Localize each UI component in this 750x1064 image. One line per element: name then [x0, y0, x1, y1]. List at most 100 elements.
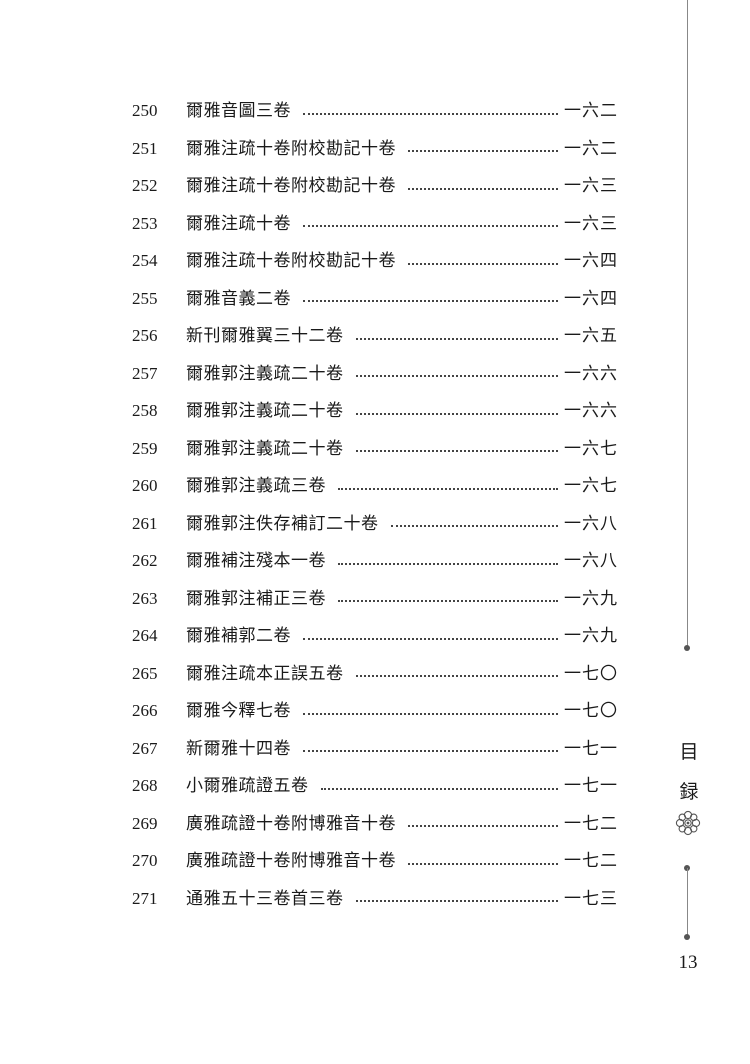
- entry-page: 一七三: [564, 888, 618, 909]
- entry-title: 爾雅補注殘本一卷: [186, 551, 326, 571]
- entry-number: 263: [132, 588, 158, 608]
- list-item: 254 爾雅注疏十卷附校勘記十卷 一六四: [132, 242, 618, 280]
- list-item: 271 通雅五十三卷首三卷 一七三: [132, 880, 618, 918]
- dot-leader: [303, 112, 558, 115]
- entry-title: 爾雅注疏本正誤五卷: [186, 663, 344, 684]
- entry-page: 一六四: [564, 251, 618, 271]
- margin-rule-end-dot: [684, 645, 690, 651]
- entry-title: 爾雅郭注義疏二十卷: [186, 401, 344, 421]
- entry-number: 269: [132, 813, 158, 833]
- page-number: 13: [678, 952, 698, 973]
- entry-title: 爾雅郭注義疏二十卷: [186, 438, 344, 459]
- dot-leader: [408, 262, 558, 265]
- entry-page: 一六二: [564, 138, 618, 159]
- chapter-label: 目 録: [675, 732, 703, 812]
- entry-title: 廣雅疏證十卷附博雅音十卷: [186, 813, 396, 834]
- entry-page: 一七二: [564, 851, 618, 871]
- dot-leader: [408, 862, 558, 865]
- dot-leader: [355, 337, 558, 340]
- dot-leader: [338, 562, 558, 565]
- entry-title: 爾雅補郭二卷: [186, 626, 291, 646]
- entry-page: 一六九: [564, 626, 618, 646]
- dot-leader: [338, 600, 558, 603]
- dot-leader: [303, 637, 558, 640]
- entry-title: 爾雅今釋七卷: [186, 701, 291, 721]
- list-item: 259 爾雅郭注義疏二十卷 一六七: [132, 430, 618, 468]
- entry-number: 271: [132, 888, 158, 908]
- entry-page: 一七〇: [564, 663, 618, 684]
- entry-page: 一七一: [564, 776, 618, 796]
- list-item: 262 爾雅補注殘本一卷 一六八: [132, 542, 618, 580]
- list-item: 261 爾雅郭注佚存補訂二十卷 一六八: [132, 505, 618, 543]
- dot-leader: [408, 825, 558, 828]
- dot-leader: [408, 150, 558, 153]
- entry-title: 通雅五十三卷首三卷: [186, 888, 344, 909]
- dot-leader: [320, 787, 558, 790]
- entry-number: 261: [132, 513, 158, 533]
- entry-page: 一六四: [564, 288, 618, 309]
- entry-title: 爾雅注疏十卷附校勘記十卷: [186, 138, 396, 159]
- list-item: 265 爾雅注疏本正誤五卷 一七〇: [132, 655, 618, 693]
- entry-title: 廣雅疏證十卷附博雅音十卷: [186, 851, 396, 871]
- entry-number: 262: [132, 551, 158, 570]
- margin-rule-end-dot: [684, 934, 690, 940]
- list-item: 269 廣雅疏證十卷附博雅音十卷 一七二: [132, 805, 618, 843]
- entry-page: 一六三: [564, 213, 618, 234]
- entry-number: 252: [132, 176, 158, 195]
- entry-page: 一七〇: [564, 701, 618, 721]
- margin-rule-bottom: [687, 868, 688, 936]
- entry-title: 爾雅音義二卷: [186, 288, 291, 309]
- dot-leader: [303, 712, 558, 715]
- dot-leader: [303, 300, 558, 303]
- entry-title: 新刊爾雅翼三十二卷: [186, 326, 344, 346]
- entry-page: 一六八: [564, 551, 618, 571]
- entry-number: 270: [132, 851, 158, 870]
- entry-page: 一六七: [564, 438, 618, 459]
- dot-leader: [338, 487, 558, 490]
- dot-leader: [390, 525, 558, 528]
- entry-number: 253: [132, 213, 158, 233]
- entry-number: 257: [132, 363, 158, 383]
- entry-title: 小爾雅疏證五卷: [186, 776, 309, 796]
- entry-number: 259: [132, 438, 158, 458]
- entry-page: 一六七: [564, 476, 618, 496]
- dot-leader: [355, 900, 558, 903]
- entry-page: 一六二: [564, 101, 618, 121]
- entry-title: 爾雅郭注佚存補訂二十卷: [186, 513, 379, 534]
- entry-title: 爾雅注疏十卷附校勘記十卷: [186, 251, 396, 271]
- entry-title: 爾雅注疏十卷附校勘記十卷: [186, 176, 396, 196]
- entry-title: 爾雅注疏十卷: [186, 213, 291, 234]
- dot-leader: [355, 675, 558, 678]
- chapter-char: 録: [679, 781, 699, 803]
- chapter-char: 目: [679, 741, 699, 763]
- entry-number: 267: [132, 738, 158, 758]
- list-item: 270 廣雅疏證十卷附博雅音十卷 一七二: [132, 842, 618, 880]
- dot-leader: [355, 375, 558, 378]
- entry-number: 260: [132, 476, 158, 495]
- entry-number: 258: [132, 401, 158, 420]
- dot-leader: [355, 450, 558, 453]
- entry-title: 爾雅音圖三卷: [186, 101, 291, 121]
- margin-rule-top: [687, 0, 688, 648]
- dot-leader: [303, 225, 558, 228]
- entry-page: 一七一: [564, 738, 618, 759]
- entry-page: 一七二: [564, 813, 618, 834]
- entry-page: 一六八: [564, 513, 618, 534]
- entry-number: 265: [132, 663, 158, 683]
- entry-number: 264: [132, 626, 158, 645]
- dot-leader: [408, 187, 558, 190]
- flower-ornament-icon: [675, 810, 701, 836]
- list-item: 264 爾雅補郭二卷 一六九: [132, 617, 618, 655]
- entry-number: 254: [132, 251, 158, 270]
- entry-page: 一六九: [564, 588, 618, 609]
